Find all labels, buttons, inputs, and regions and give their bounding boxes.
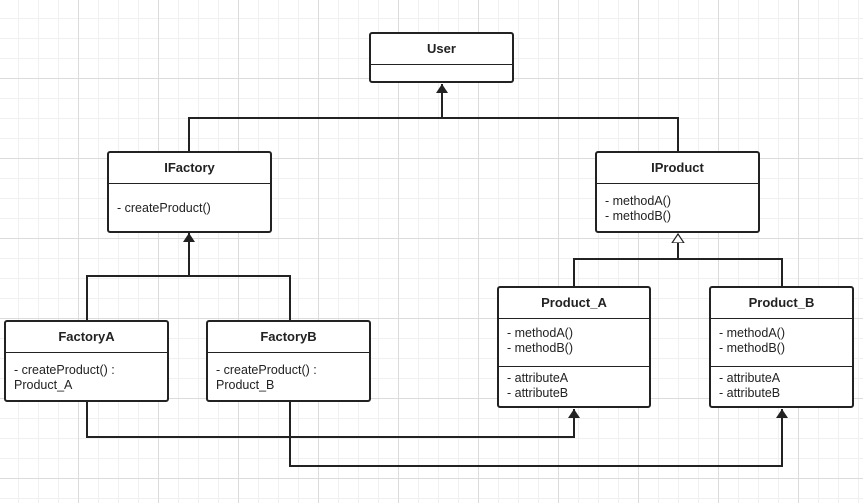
connector-iproduct-user xyxy=(442,117,679,152)
class-user-name: User xyxy=(427,41,456,56)
connector-producta-iproduct xyxy=(573,234,678,287)
class-product-b[interactable]: Product_B - methodA() - methodB() - attr… xyxy=(709,286,854,408)
class-factory-b-name: FactoryB xyxy=(260,329,317,344)
class-factory-b-methods: - createProduct() : Product_B xyxy=(208,352,369,398)
connector-factoryb-ifactory xyxy=(189,275,291,321)
class-ifactory-name: IFactory xyxy=(164,160,215,175)
class-product-a[interactable]: Product_A - methodA() - methodB() - attr… xyxy=(497,286,651,408)
connector-factorya-ifactory xyxy=(86,233,195,321)
class-iproduct-methods: - methodA() - methodB() xyxy=(597,183,758,229)
class-factory-b[interactable]: FactoryB - createProduct() : Product_B xyxy=(206,320,371,402)
class-product-b-name: Product_B xyxy=(748,295,815,310)
method: - methodB() xyxy=(507,341,573,355)
connector-factorya-producta xyxy=(86,402,580,438)
class-ifactory-methods: - createProduct() xyxy=(109,183,270,221)
class-iproduct[interactable]: IProduct - methodA() - methodB() xyxy=(595,151,760,233)
connector-factoryb-productb xyxy=(289,402,788,467)
method: Product_B xyxy=(216,378,275,392)
connector-productb-iproduct xyxy=(678,258,783,287)
attribute: - attributeB xyxy=(719,386,781,400)
method: - methodB() xyxy=(719,341,785,355)
class-user-body xyxy=(371,64,512,81)
class-product-a-attributes: - attributeA - attributeB xyxy=(499,366,649,406)
attribute: - attributeB xyxy=(507,386,569,400)
class-product-b-attributes: - attributeA - attributeB xyxy=(711,366,852,406)
method: Product_A xyxy=(14,378,73,392)
method: - createProduct() xyxy=(117,201,211,215)
class-product-a-methods: - methodA() - methodB() xyxy=(499,318,649,366)
attribute: - attributeA xyxy=(719,371,781,385)
method: - methodA() xyxy=(507,326,573,340)
method: - methodB() xyxy=(605,209,671,223)
method: - createProduct() : xyxy=(216,363,317,377)
class-ifactory[interactable]: IFactory - createProduct() xyxy=(107,151,272,233)
class-factory-a-methods: - createProduct() : Product_A xyxy=(6,352,167,398)
attribute: - attributeA xyxy=(507,371,569,385)
method: - createProduct() : xyxy=(14,363,115,377)
method: - methodA() xyxy=(719,326,785,340)
class-product-b-methods: - methodA() - methodB() xyxy=(711,318,852,366)
connector-ifactory-user xyxy=(188,84,448,152)
method: - methodA() xyxy=(605,194,671,208)
class-factory-a[interactable]: FactoryA - createProduct() : Product_A xyxy=(4,320,169,402)
class-factory-a-name: FactoryA xyxy=(58,329,115,344)
class-product-a-name: Product_A xyxy=(541,295,607,310)
class-iproduct-name: IProduct xyxy=(651,160,704,175)
class-user[interactable]: User xyxy=(369,32,514,83)
